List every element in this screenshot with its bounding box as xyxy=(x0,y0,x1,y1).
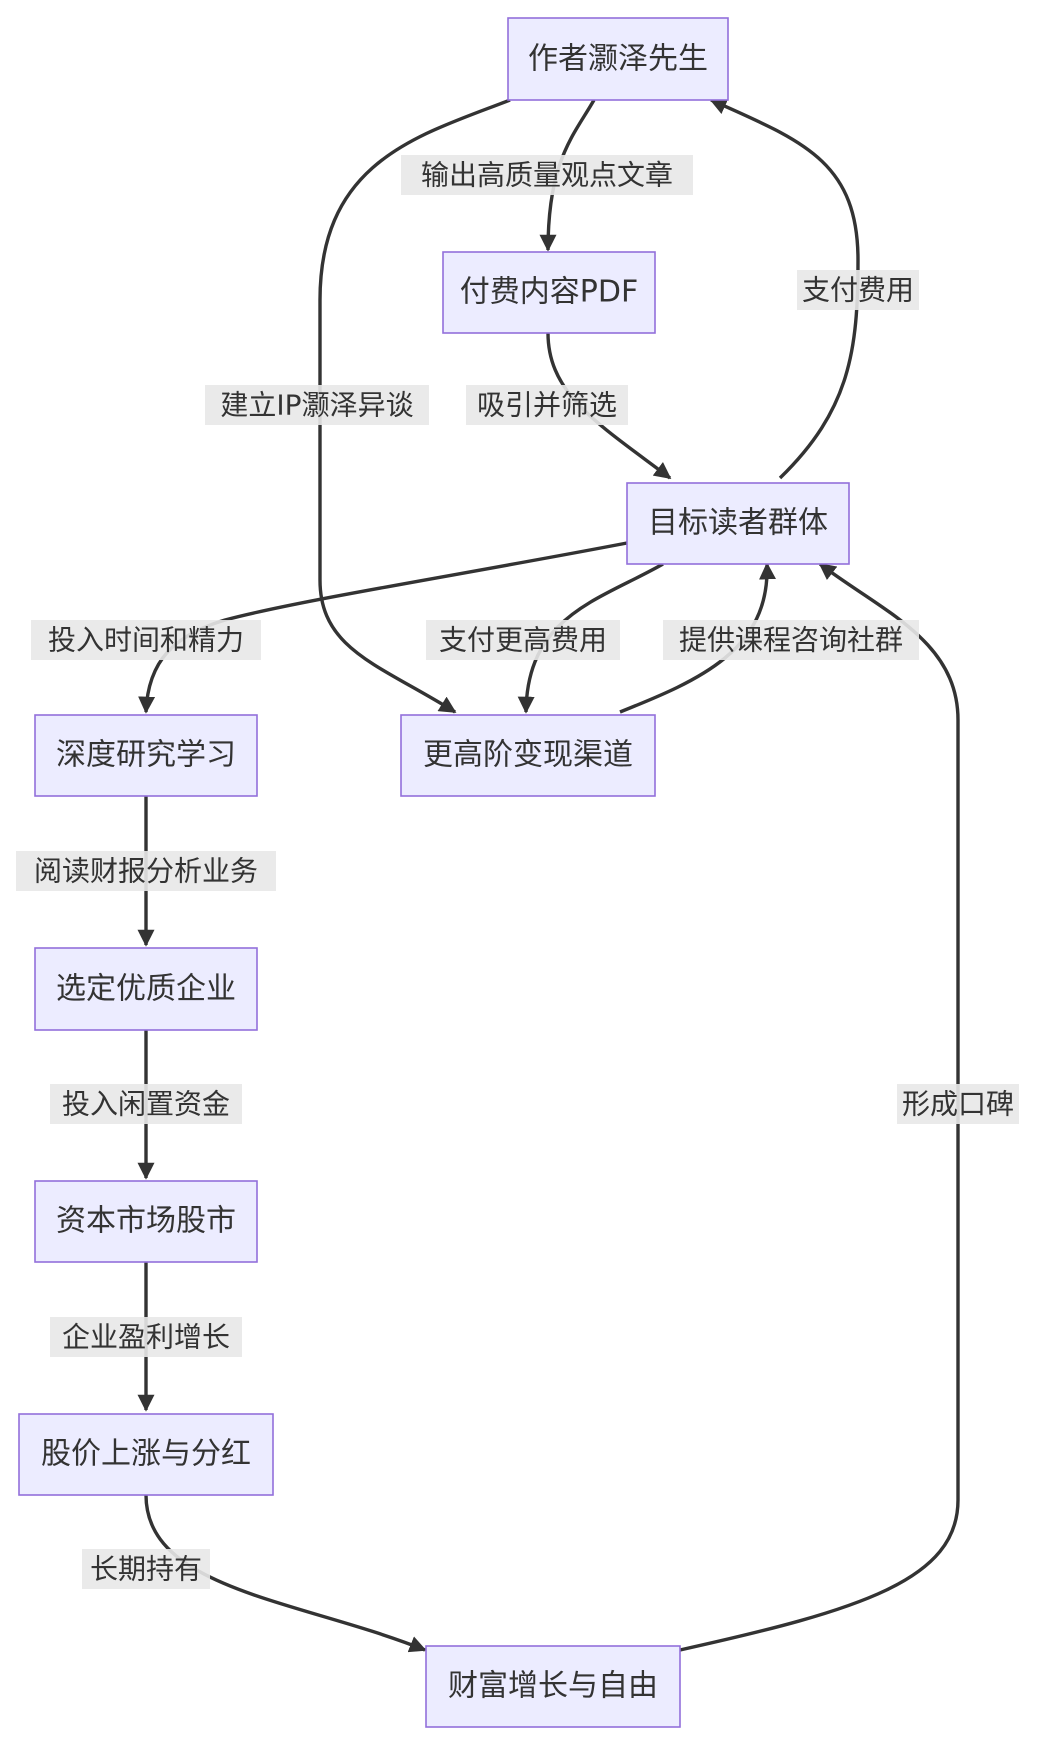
node-stock[interactable]: 股价上涨与分红 xyxy=(18,1413,274,1496)
node-select[interactable]: 选定优质企业 xyxy=(34,947,258,1031)
node-pdf[interactable]: 付费内容PDF xyxy=(442,251,656,334)
edge-label-text: 支付更高费用 xyxy=(439,624,607,657)
edge-readers-to-author xyxy=(709,98,860,480)
edge-label-pdf-readers: 吸引并筛选 xyxy=(466,385,628,425)
node-label: 更高阶变现渠道 xyxy=(423,738,633,773)
edge-label-readers-author: 支付费用 xyxy=(797,270,919,310)
node-label: 作者灏泽先生 xyxy=(528,42,708,77)
edges xyxy=(137,98,960,1653)
node-author[interactable]: 作者灏泽先生 xyxy=(507,17,729,101)
edge-wealth-to-readers xyxy=(679,562,960,1652)
edge-author-to-pdf xyxy=(539,99,596,252)
edge-label-text: 投入闲置资金 xyxy=(62,1088,230,1121)
node-label: 深度研究学习 xyxy=(56,738,236,773)
edge-label-readers-research: 投入时间和精力 xyxy=(31,620,261,660)
edge-label-text: 支付费用 xyxy=(802,274,914,307)
node-readers[interactable]: 目标读者群体 xyxy=(626,482,850,565)
edge-readers-to-monetize xyxy=(517,562,664,714)
node-wealth[interactable]: 财富增长与自由 xyxy=(425,1645,681,1728)
node-label: 付费内容PDF xyxy=(460,275,638,310)
node-monetize[interactable]: 更高阶变现渠道 xyxy=(400,714,656,797)
edge-label-wealth-readers: 形成口碑 xyxy=(897,1084,1019,1124)
edge-label-text: 投入时间和精力 xyxy=(48,624,244,657)
edge-label-text: 长期持有 xyxy=(90,1553,202,1586)
edge-label-text: 输出高质量观点文章 xyxy=(421,159,673,192)
edge-label-author-pdf: 输出高质量观点文章 xyxy=(401,155,693,195)
node-label: 财富增长与自由 xyxy=(448,1669,658,1704)
node-label: 资本市场股市 xyxy=(56,1204,236,1239)
edge-labels: 输出高质量观点文章 支付费用 建立IP灏泽异谈 吸引并筛选 投入时间和精力 支付… xyxy=(16,155,1019,1589)
edge-label-stock-wealth: 长期持有 xyxy=(82,1549,210,1589)
edge-stock-to-wealth xyxy=(144,1494,427,1653)
node-label: 股价上涨与分红 xyxy=(41,1437,251,1472)
edge-label-text: 建立IP灏泽异谈 xyxy=(220,389,413,422)
edge-label-author-monetize: 建立IP灏泽异谈 xyxy=(205,385,429,425)
node-research[interactable]: 深度研究学习 xyxy=(34,714,258,797)
edge-label-select-market: 投入闲置资金 xyxy=(50,1084,242,1124)
edge-label-text: 吸引并筛选 xyxy=(477,389,617,422)
edge-author-to-monetize xyxy=(318,98,511,714)
edge-label-text: 阅读财报分析业务 xyxy=(34,855,258,888)
node-label: 选定优质企业 xyxy=(56,972,236,1007)
node-market[interactable]: 资本市场股市 xyxy=(34,1180,258,1263)
edge-label-text: 企业盈利增长 xyxy=(62,1321,230,1354)
edge-label-text: 形成口碑 xyxy=(902,1088,1014,1121)
nodes: 作者灏泽先生 付费内容PDF 目标读者群体 更高阶变现渠道 深度研究学习 选定优… xyxy=(18,17,850,1728)
edge-label-text: 提供课程咨询社群 xyxy=(679,624,903,657)
edge-label-monetize-readers: 提供课程咨询社群 xyxy=(663,620,919,660)
node-label: 目标读者群体 xyxy=(648,506,828,541)
edge-label-market-stock: 企业盈利增长 xyxy=(50,1317,242,1357)
edge-label-research-select: 阅读财报分析业务 xyxy=(16,851,276,891)
edge-label-readers-monetize: 支付更高费用 xyxy=(426,620,620,660)
